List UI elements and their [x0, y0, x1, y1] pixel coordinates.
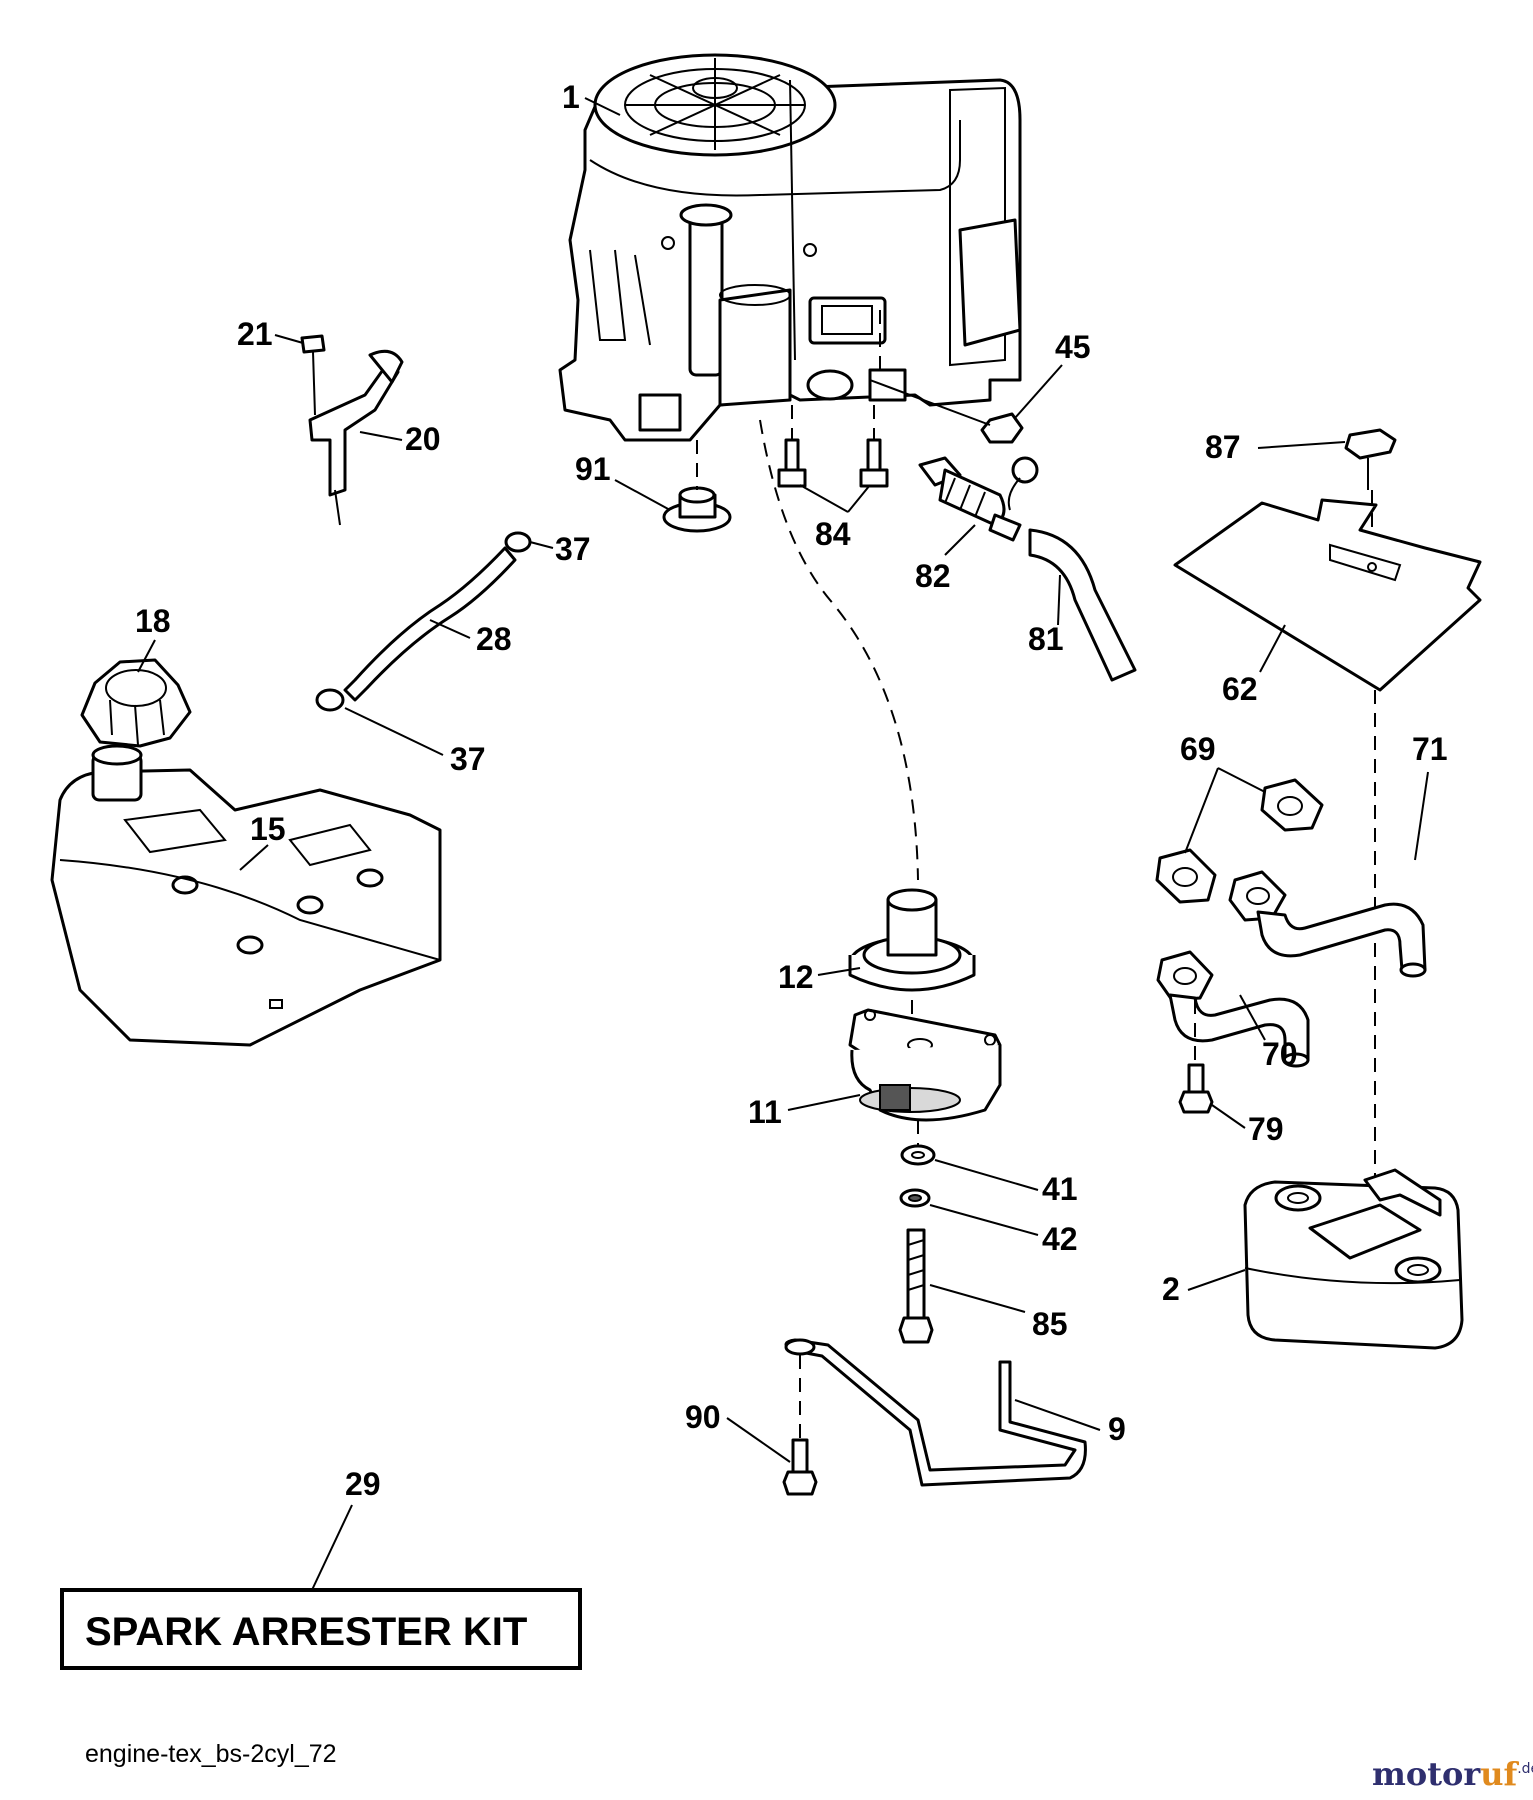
spark-arrester-kit-box[interactable]: SPARK ARRESTER KIT: [60, 1588, 582, 1670]
washer-part[interactable]: [900, 1144, 936, 1166]
motoruf-watermark: motoruf.de: [1372, 1755, 1533, 1793]
callout-79: 79: [1248, 1111, 1284, 1147]
gaskets-part[interactable]: [1155, 778, 1324, 904]
pulley-part[interactable]: [848, 888, 976, 992]
callout-87: 87: [1205, 429, 1241, 465]
clutch-bolt-part[interactable]: [898, 1228, 934, 1344]
engine-part[interactable]: [558, 53, 1022, 442]
watermark-brand-orange: uf: [1480, 1755, 1519, 1793]
callout-37-upper: 37: [555, 531, 591, 567]
bolts-part[interactable]: [777, 438, 889, 488]
exhaust-pipe-right-part[interactable]: [1228, 870, 1427, 978]
bracket-bolt-part[interactable]: [782, 1438, 818, 1496]
fuel-line-part[interactable]: [343, 546, 517, 702]
callout-69: 69: [1180, 731, 1216, 767]
hose-clamp-upper-part[interactable]: [504, 531, 532, 553]
watermark-brand-dark: motor: [1372, 1755, 1481, 1793]
diagram-caption: engine-tex_bs-2cyl_72: [85, 1740, 337, 1768]
callout-81: 81: [1028, 621, 1064, 657]
callout-84: 84: [815, 516, 851, 552]
callout-12: 12: [778, 959, 814, 995]
callout-20: 20: [405, 421, 441, 457]
callout-18: 18: [135, 603, 171, 639]
callout-62: 62: [1222, 671, 1258, 707]
exhaust-pipe-left-part[interactable]: [1156, 950, 1310, 1068]
callout-41: 41: [1042, 1171, 1078, 1207]
callout-70: 70: [1262, 1036, 1298, 1072]
callout-42: 42: [1042, 1221, 1078, 1257]
callout-28: 28: [476, 621, 512, 657]
callout-90: 90: [685, 1399, 721, 1435]
heat-shield-part[interactable]: [1173, 498, 1482, 692]
bushing-part[interactable]: [662, 486, 732, 533]
callout-11: 11: [748, 1094, 782, 1130]
hose-clamp-lower-part[interactable]: [315, 688, 345, 712]
callout-1: 1: [562, 79, 580, 115]
callout-45: 45: [1055, 329, 1091, 365]
callout-15: 15: [250, 811, 286, 847]
nut-part[interactable]: [980, 412, 1024, 444]
fuel-cap-part[interactable]: [80, 658, 192, 748]
fuel-filter-part[interactable]: [918, 456, 1039, 542]
callout-29: 29: [345, 1466, 381, 1502]
fuel-tank-part[interactable]: [50, 744, 442, 1047]
lock-washer-part[interactable]: [899, 1188, 931, 1208]
callout-9: 9: [1108, 1411, 1126, 1447]
muffler-part[interactable]: [1243, 1168, 1464, 1350]
pto-clutch-part[interactable]: [848, 1008, 1002, 1122]
callout-2: 2: [1162, 1271, 1180, 1307]
bracket-rod-part[interactable]: [784, 1338, 1087, 1487]
muffler-screw-part[interactable]: [1178, 1063, 1214, 1114]
throttle-control-part[interactable]: [308, 349, 404, 526]
callout-71: 71: [1412, 731, 1448, 767]
callout-82: 82: [915, 558, 951, 594]
callout-37-lower: 37: [450, 741, 486, 777]
callout-85: 85: [1032, 1306, 1068, 1342]
callout-21: 21: [237, 316, 273, 352]
svg-text:motoruf.de: motoruf.de: [1372, 1755, 1533, 1793]
spark-arrester-kit-label: SPARK ARRESTER KIT: [85, 1610, 527, 1654]
callout-91: 91: [575, 451, 611, 487]
watermark-suffix: .de: [1517, 1761, 1533, 1777]
throttle-bolt-part[interactable]: [300, 334, 326, 416]
screw-part[interactable]: [1344, 428, 1397, 490]
fuel-hose-part[interactable]: [1028, 528, 1137, 682]
